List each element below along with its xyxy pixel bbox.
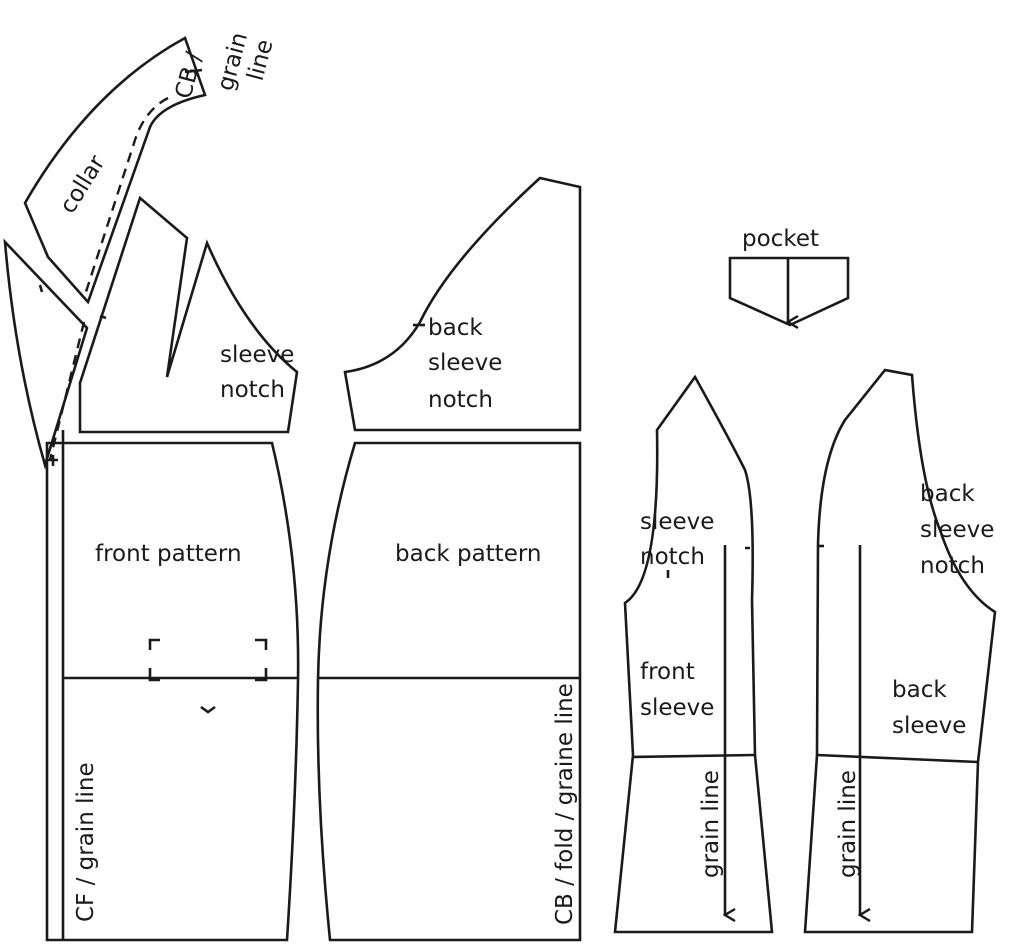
back-sleeve-notch-label: back (920, 481, 975, 507)
front-sleeve-label: front (640, 659, 695, 685)
cb-fold-grain-label: CB / fold / graine line (552, 683, 578, 925)
back-pattern-piece (316, 441, 582, 942)
front-pattern-label: front pattern (95, 541, 242, 567)
back-sleeve-label: sleeve (892, 713, 966, 739)
grain-line-label: grain line (835, 770, 861, 878)
back-sleeve-notch-label: sleeve (920, 517, 994, 543)
lapel-piece (3, 238, 89, 470)
collar-label: collar (55, 150, 111, 218)
pocket-label: pocket (742, 226, 819, 252)
sleeve-notch-label: notch (220, 377, 285, 403)
back-yoke-piece (343, 176, 582, 432)
back-pattern-label: back pattern (395, 541, 541, 567)
back-sleeve-notch-label: sleeve (428, 350, 502, 376)
grain-line-label: grain line (698, 770, 724, 878)
back-sleeve-notch-label: notch (920, 553, 985, 579)
front-yoke-piece (78, 195, 299, 434)
front-pattern-piece (45, 430, 300, 942)
collar-piece (23, 36, 207, 305)
back-sleeve-piece (803, 368, 997, 934)
pocket-piece (728, 256, 850, 325)
back-sleeve-notch-label: back (428, 315, 483, 341)
sleeve-notch-label: sleeve (640, 509, 714, 535)
cf-grain-label: CF / grain line (73, 762, 99, 922)
front-sleeve-label: sleeve (640, 695, 714, 721)
back-sleeve-notch-label: notch (428, 387, 493, 413)
sleeve-notch-label: sleeve (220, 342, 294, 368)
sleeve-notch-label: notch (640, 544, 705, 570)
front-sleeve-piece (613, 374, 774, 934)
back-sleeve-label: back (892, 677, 947, 703)
cb-grain-label: CB / (171, 49, 208, 101)
